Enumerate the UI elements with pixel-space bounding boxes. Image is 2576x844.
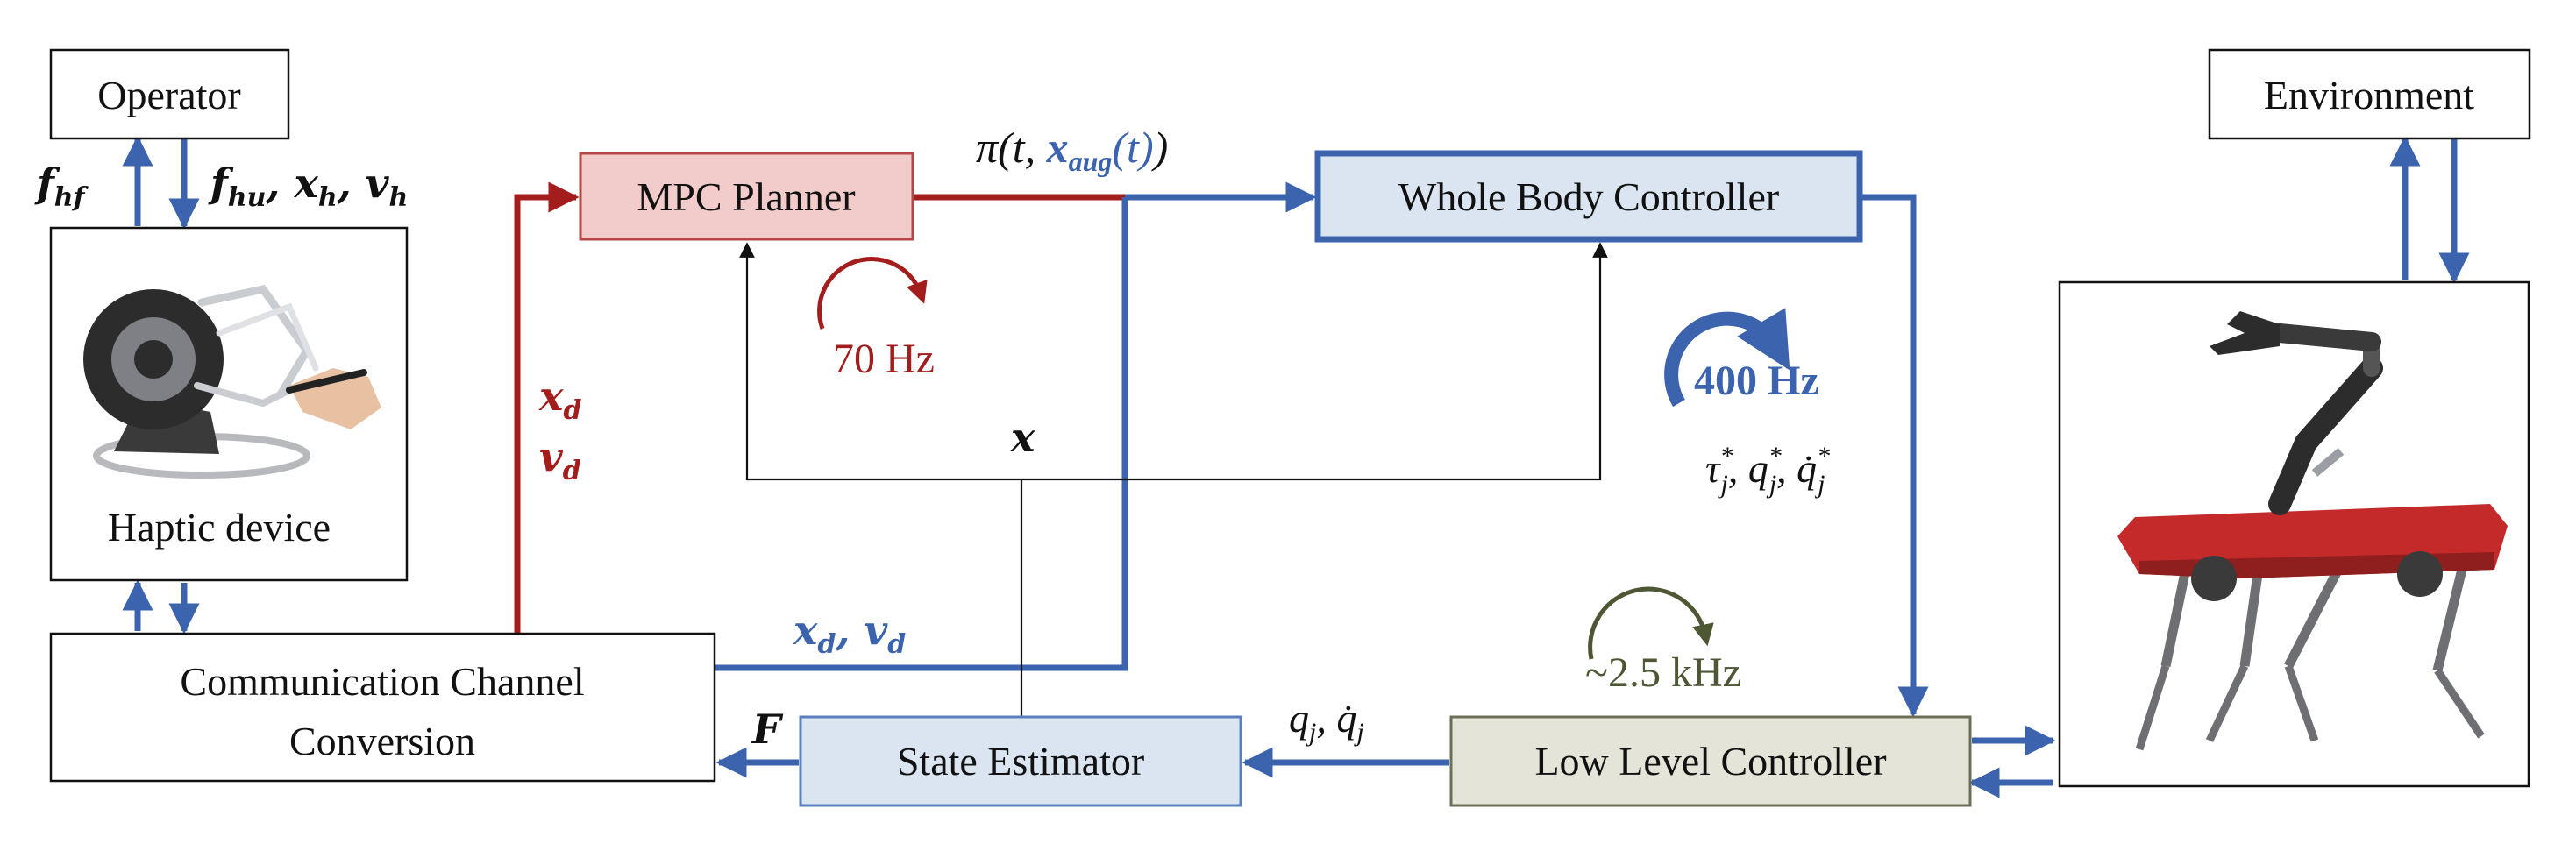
haptic-device-photo-icon xyxy=(83,284,381,479)
communication-label-line1: Communication Channel xyxy=(180,659,584,704)
connectors xyxy=(122,135,2470,798)
mpc-planner-label: MPC Planner xyxy=(637,174,855,219)
signal-joint-commands: τ*j, q*j, q̇*j xyxy=(1705,442,1830,499)
wbc-frequency-indicator: 400 Hz xyxy=(1664,308,1819,408)
signal-xd-red: xd xyxy=(538,372,581,426)
arrow-state-to-mpc xyxy=(739,242,1021,481)
mpc-planner-block: MPC Planner xyxy=(579,152,914,241)
arrow-comm-to-mpc xyxy=(514,181,580,634)
low-level-controller-block: Low Level Controller xyxy=(1449,715,1972,807)
signal-policy: π(t, xaug(t)) xyxy=(976,123,1168,177)
signal-force-f: F xyxy=(751,706,784,753)
legged-robot-arm-photo-icon xyxy=(2117,311,2508,751)
llc-frequency-label: ~2.5 kHz xyxy=(1585,649,1741,696)
signal-state-x: x xyxy=(1010,414,1035,461)
state-estimator-label: State Estimator xyxy=(897,739,1144,784)
signal-xd-vd-blue: xd, vd xyxy=(793,606,906,660)
operator-label: Operator xyxy=(97,73,240,117)
communication-block: Communication Channel Conversion xyxy=(49,632,716,783)
signal-f-hf: fhf xyxy=(34,160,89,213)
wbc-loop-arrow-icon xyxy=(1664,308,1790,408)
environment-block: Environment xyxy=(2208,48,2531,140)
arrow-state-to-wbc xyxy=(1021,242,1608,481)
llc-loop-arrow-icon xyxy=(1588,586,1714,660)
operator-block: Operator xyxy=(49,48,290,140)
arrow-wbc-to-llc xyxy=(1860,194,1929,718)
communication-label-line2: Conversion xyxy=(289,719,475,763)
llc-frequency-indicator: ~2.5 kHz xyxy=(1585,586,1741,696)
haptic-device-block: Haptic device xyxy=(49,226,409,582)
wbc-frequency-label: 400 Hz xyxy=(1694,358,1819,404)
arrow-comm-to-wbc xyxy=(715,197,1128,671)
environment-label: Environment xyxy=(2264,73,2474,117)
signal-operator-inputs: fhu, xh, vh xyxy=(208,160,408,213)
mpc-loop-arrow-icon xyxy=(817,257,928,330)
mpc-frequency-label: 70 Hz xyxy=(833,336,935,382)
signal-joint-states: qj, q̇j xyxy=(1289,696,1364,747)
signal-vd-red: vd xyxy=(539,433,581,486)
haptic-device-label: Haptic device xyxy=(108,505,331,550)
robot-block xyxy=(2058,280,2530,788)
state-estimator-block: State Estimator xyxy=(799,715,1242,807)
whole-body-controller-block: Whole Body Controller xyxy=(1314,150,1863,243)
low-level-controller-label: Low Level Controller xyxy=(1534,739,1886,784)
whole-body-controller-label: Whole Body Controller xyxy=(1398,174,1779,219)
mpc-frequency-indicator: 70 Hz xyxy=(817,257,935,382)
